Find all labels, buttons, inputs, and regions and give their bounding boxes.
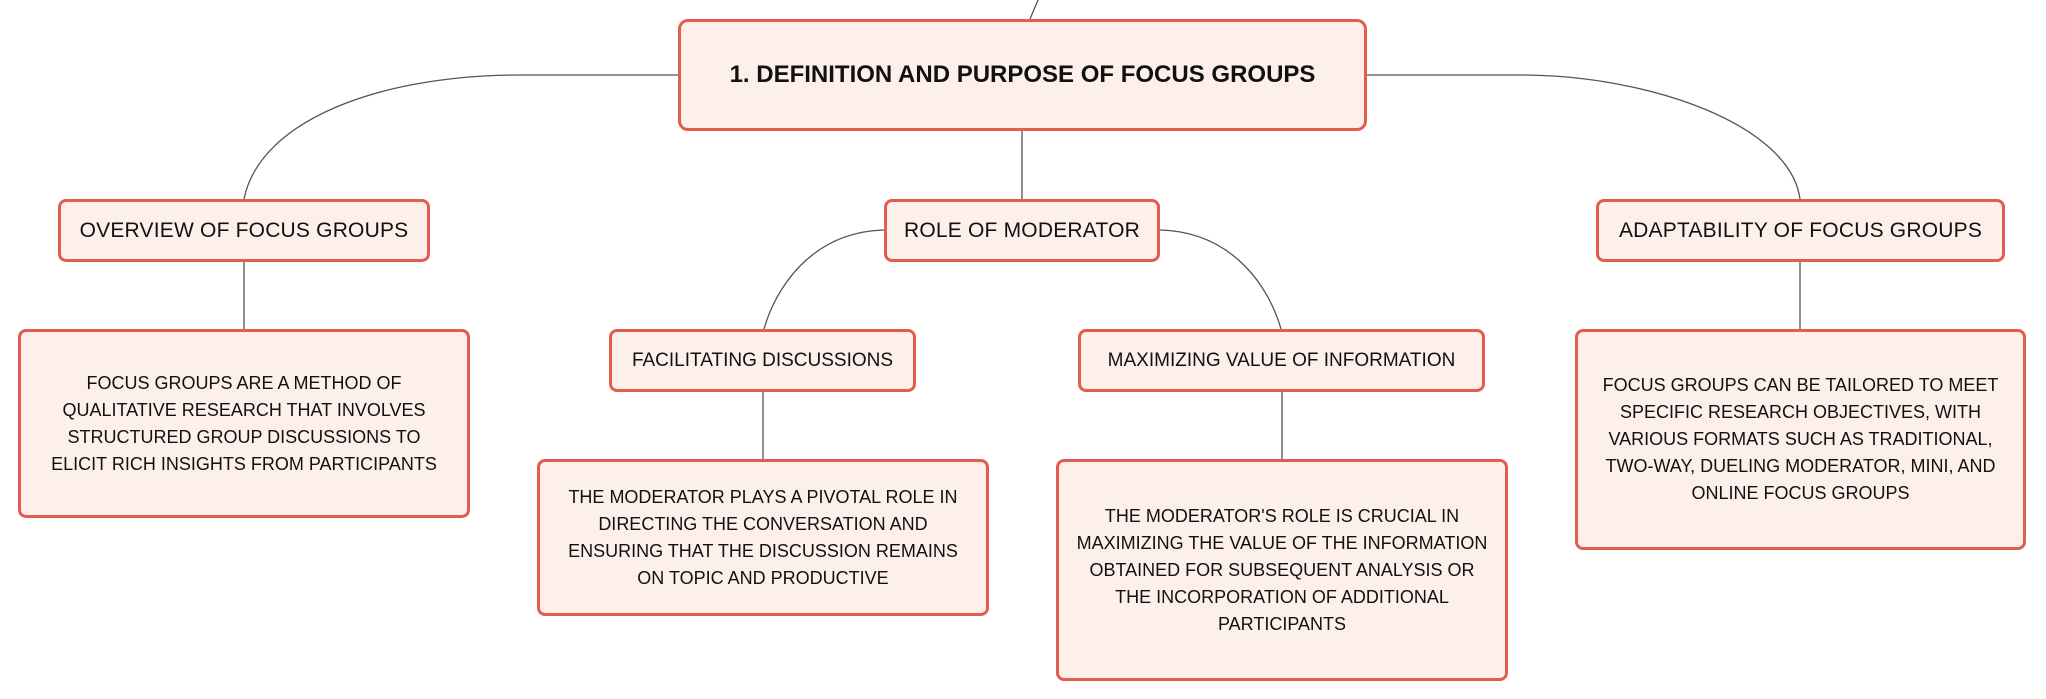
overview-description-node[interactable]: FOCUS GROUPS ARE A METHOD OF QUALITATIVE… bbox=[18, 329, 470, 518]
topic-overview-node[interactable]: OVERVIEW OF FOCUS GROUPS bbox=[58, 199, 430, 262]
connector-root-to-overview bbox=[243, 74, 678, 200]
topic-moderator-label: ROLE OF MODERATOR bbox=[904, 218, 1140, 242]
subtopic-facilitating-label: FACILITATING DISCUSSIONS bbox=[631, 349, 894, 371]
facilitating-description-node[interactable]: THE MODERATOR PLAYS A PIVOTAL ROLE IN DI… bbox=[537, 459, 989, 616]
facilitating-description-text: THE MODERATOR PLAYS A PIVOTAL ROLE IN DI… bbox=[568, 486, 958, 588]
connector-root-to-adaptability bbox=[1367, 74, 1801, 200]
maximizing-description-node[interactable]: THE MODERATOR'S ROLE IS CRUCIAL IN MAXIM… bbox=[1056, 459, 1508, 681]
subtopic-facilitating-node[interactable]: FACILITATING DISCUSSIONS bbox=[609, 329, 916, 392]
topic-adaptability-label: ADAPTABILITY OF FOCUS GROUPS bbox=[1618, 218, 1983, 242]
root-topic-node[interactable]: 1. DEFINITION AND PURPOSE OF FOCUS GROUP… bbox=[678, 19, 1367, 131]
topic-moderator-node[interactable]: ROLE OF MODERATOR bbox=[884, 199, 1160, 262]
adaptability-description-text: FOCUS GROUPS CAN BE TAILORED TO MEET SPE… bbox=[1602, 375, 1999, 503]
topic-adaptability-node[interactable]: ADAPTABILITY OF FOCUS GROUPS bbox=[1596, 199, 2005, 262]
adaptability-description-node[interactable]: FOCUS GROUPS CAN BE TAILORED TO MEET SPE… bbox=[1575, 329, 2026, 550]
connector-moderator-to-facilitating bbox=[763, 229, 885, 330]
overview-description-text: FOCUS GROUPS ARE A METHOD OF QUALITATIVE… bbox=[51, 372, 437, 474]
maximizing-description-text: THE MODERATOR'S ROLE IS CRUCIAL IN MAXIM… bbox=[1076, 505, 1488, 634]
connector-parent-to-root bbox=[1029, 0, 1039, 20]
connector-moderator-to-maximizing bbox=[1159, 229, 1282, 330]
topic-overview-label: OVERVIEW OF FOCUS GROUPS bbox=[79, 218, 409, 242]
subtopic-maximizing-label: MAXIMIZING VALUE OF INFORMATION bbox=[1107, 349, 1456, 371]
subtopic-maximizing-node[interactable]: MAXIMIZING VALUE OF INFORMATION bbox=[1078, 329, 1485, 392]
root-topic-label: 1. DEFINITION AND PURPOSE OF FOCUS GROUP… bbox=[729, 61, 1316, 88]
